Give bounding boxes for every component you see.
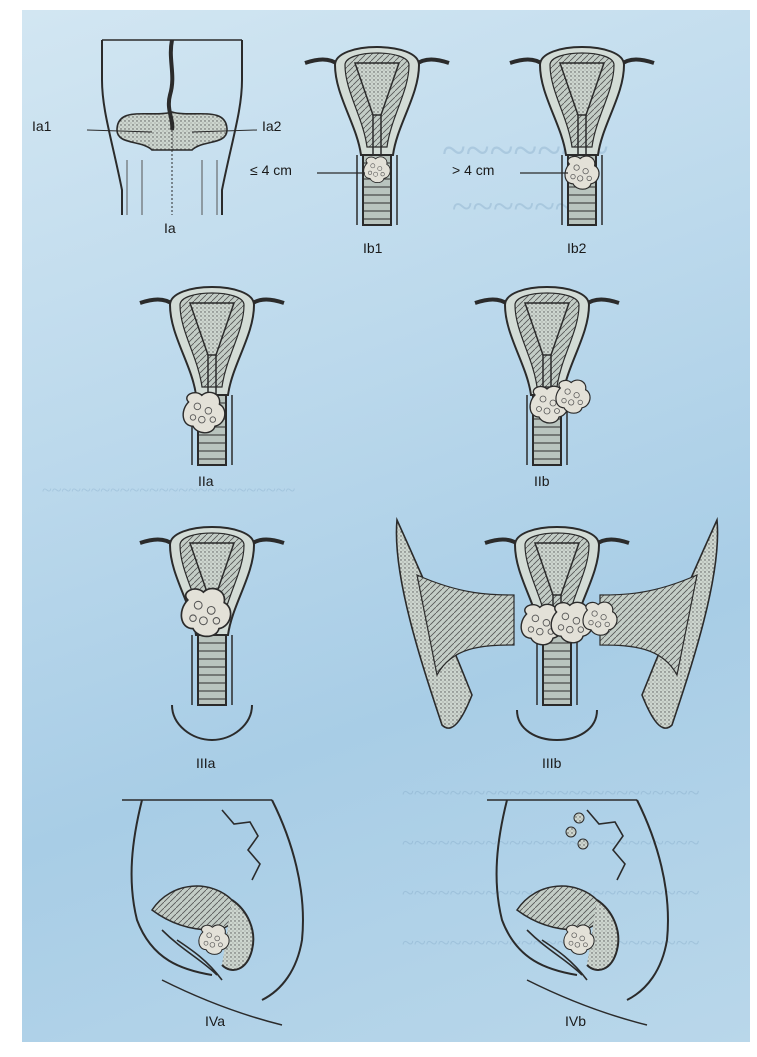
label-gt-4cm: > 4 cm <box>452 162 494 178</box>
label-ia2: Ia2 <box>262 118 281 134</box>
diagram-iib <box>475 287 619 465</box>
label-ivb: IVb <box>565 1013 586 1029</box>
diagram-ib2 <box>510 47 654 225</box>
diagram-ib1 <box>305 47 449 225</box>
label-iia: IIa <box>198 473 214 489</box>
label-le-4cm: ≤ 4 cm <box>250 162 292 178</box>
label-iiia: IIIa <box>196 755 215 771</box>
diagram-iiib <box>396 520 717 740</box>
label-iva: IVa <box>205 1013 225 1029</box>
label-ia: Ia <box>164 220 176 236</box>
label-ib2: Ib2 <box>567 240 586 256</box>
label-ia1: Ia1 <box>32 118 51 134</box>
staging-illustrations <box>22 10 750 1042</box>
label-iib: IIb <box>534 473 550 489</box>
diagram-iia <box>140 287 284 465</box>
label-ib1: Ib1 <box>363 240 382 256</box>
diagram-ivb <box>487 800 668 1025</box>
diagram-ia <box>87 40 257 215</box>
label-iiib: IIIb <box>542 755 561 771</box>
diagram-iiia <box>140 527 284 740</box>
diagram-iva <box>122 800 303 1025</box>
figure-plate: ~~~~~~~ ~~~~~~~ ~~~~~~~~~~~~~~~~~~~~~~~~… <box>22 10 750 1042</box>
